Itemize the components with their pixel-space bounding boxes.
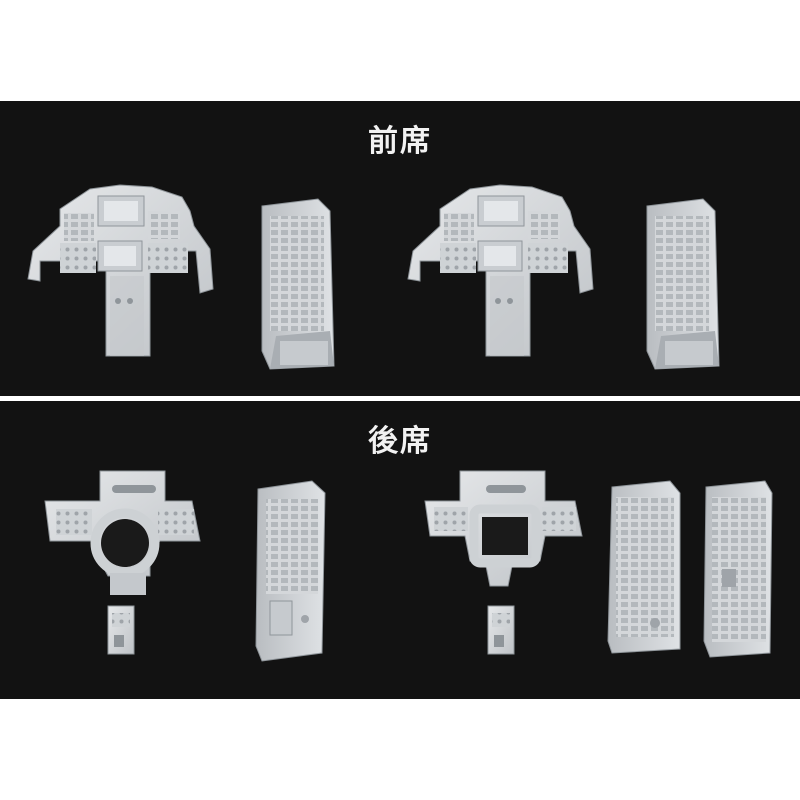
- front-side-console-right: [646, 198, 720, 370]
- rear-seat-parts-photo: [44, 470, 773, 662]
- front-seat-parts-photo: [27, 184, 720, 370]
- front-seat-heading: 前席: [368, 124, 432, 159]
- front-seat-photo-panel: 前席: [0, 101, 800, 396]
- rear-seat-heading: 後席: [368, 424, 432, 459]
- rear-side-console-right-a: [607, 480, 681, 654]
- rear-side-console-right-b: [703, 480, 773, 658]
- rear-instrument-panel-square: [424, 470, 583, 655]
- rear-seat-photo-panel: 後席: [0, 401, 800, 699]
- front-instrument-panel-right: [407, 184, 594, 357]
- rear-side-console-left: [255, 480, 326, 662]
- rear-instrument-panel-round: [44, 470, 201, 655]
- front-instrument-panel-left: [27, 184, 214, 357]
- front-side-console-left: [261, 198, 335, 370]
